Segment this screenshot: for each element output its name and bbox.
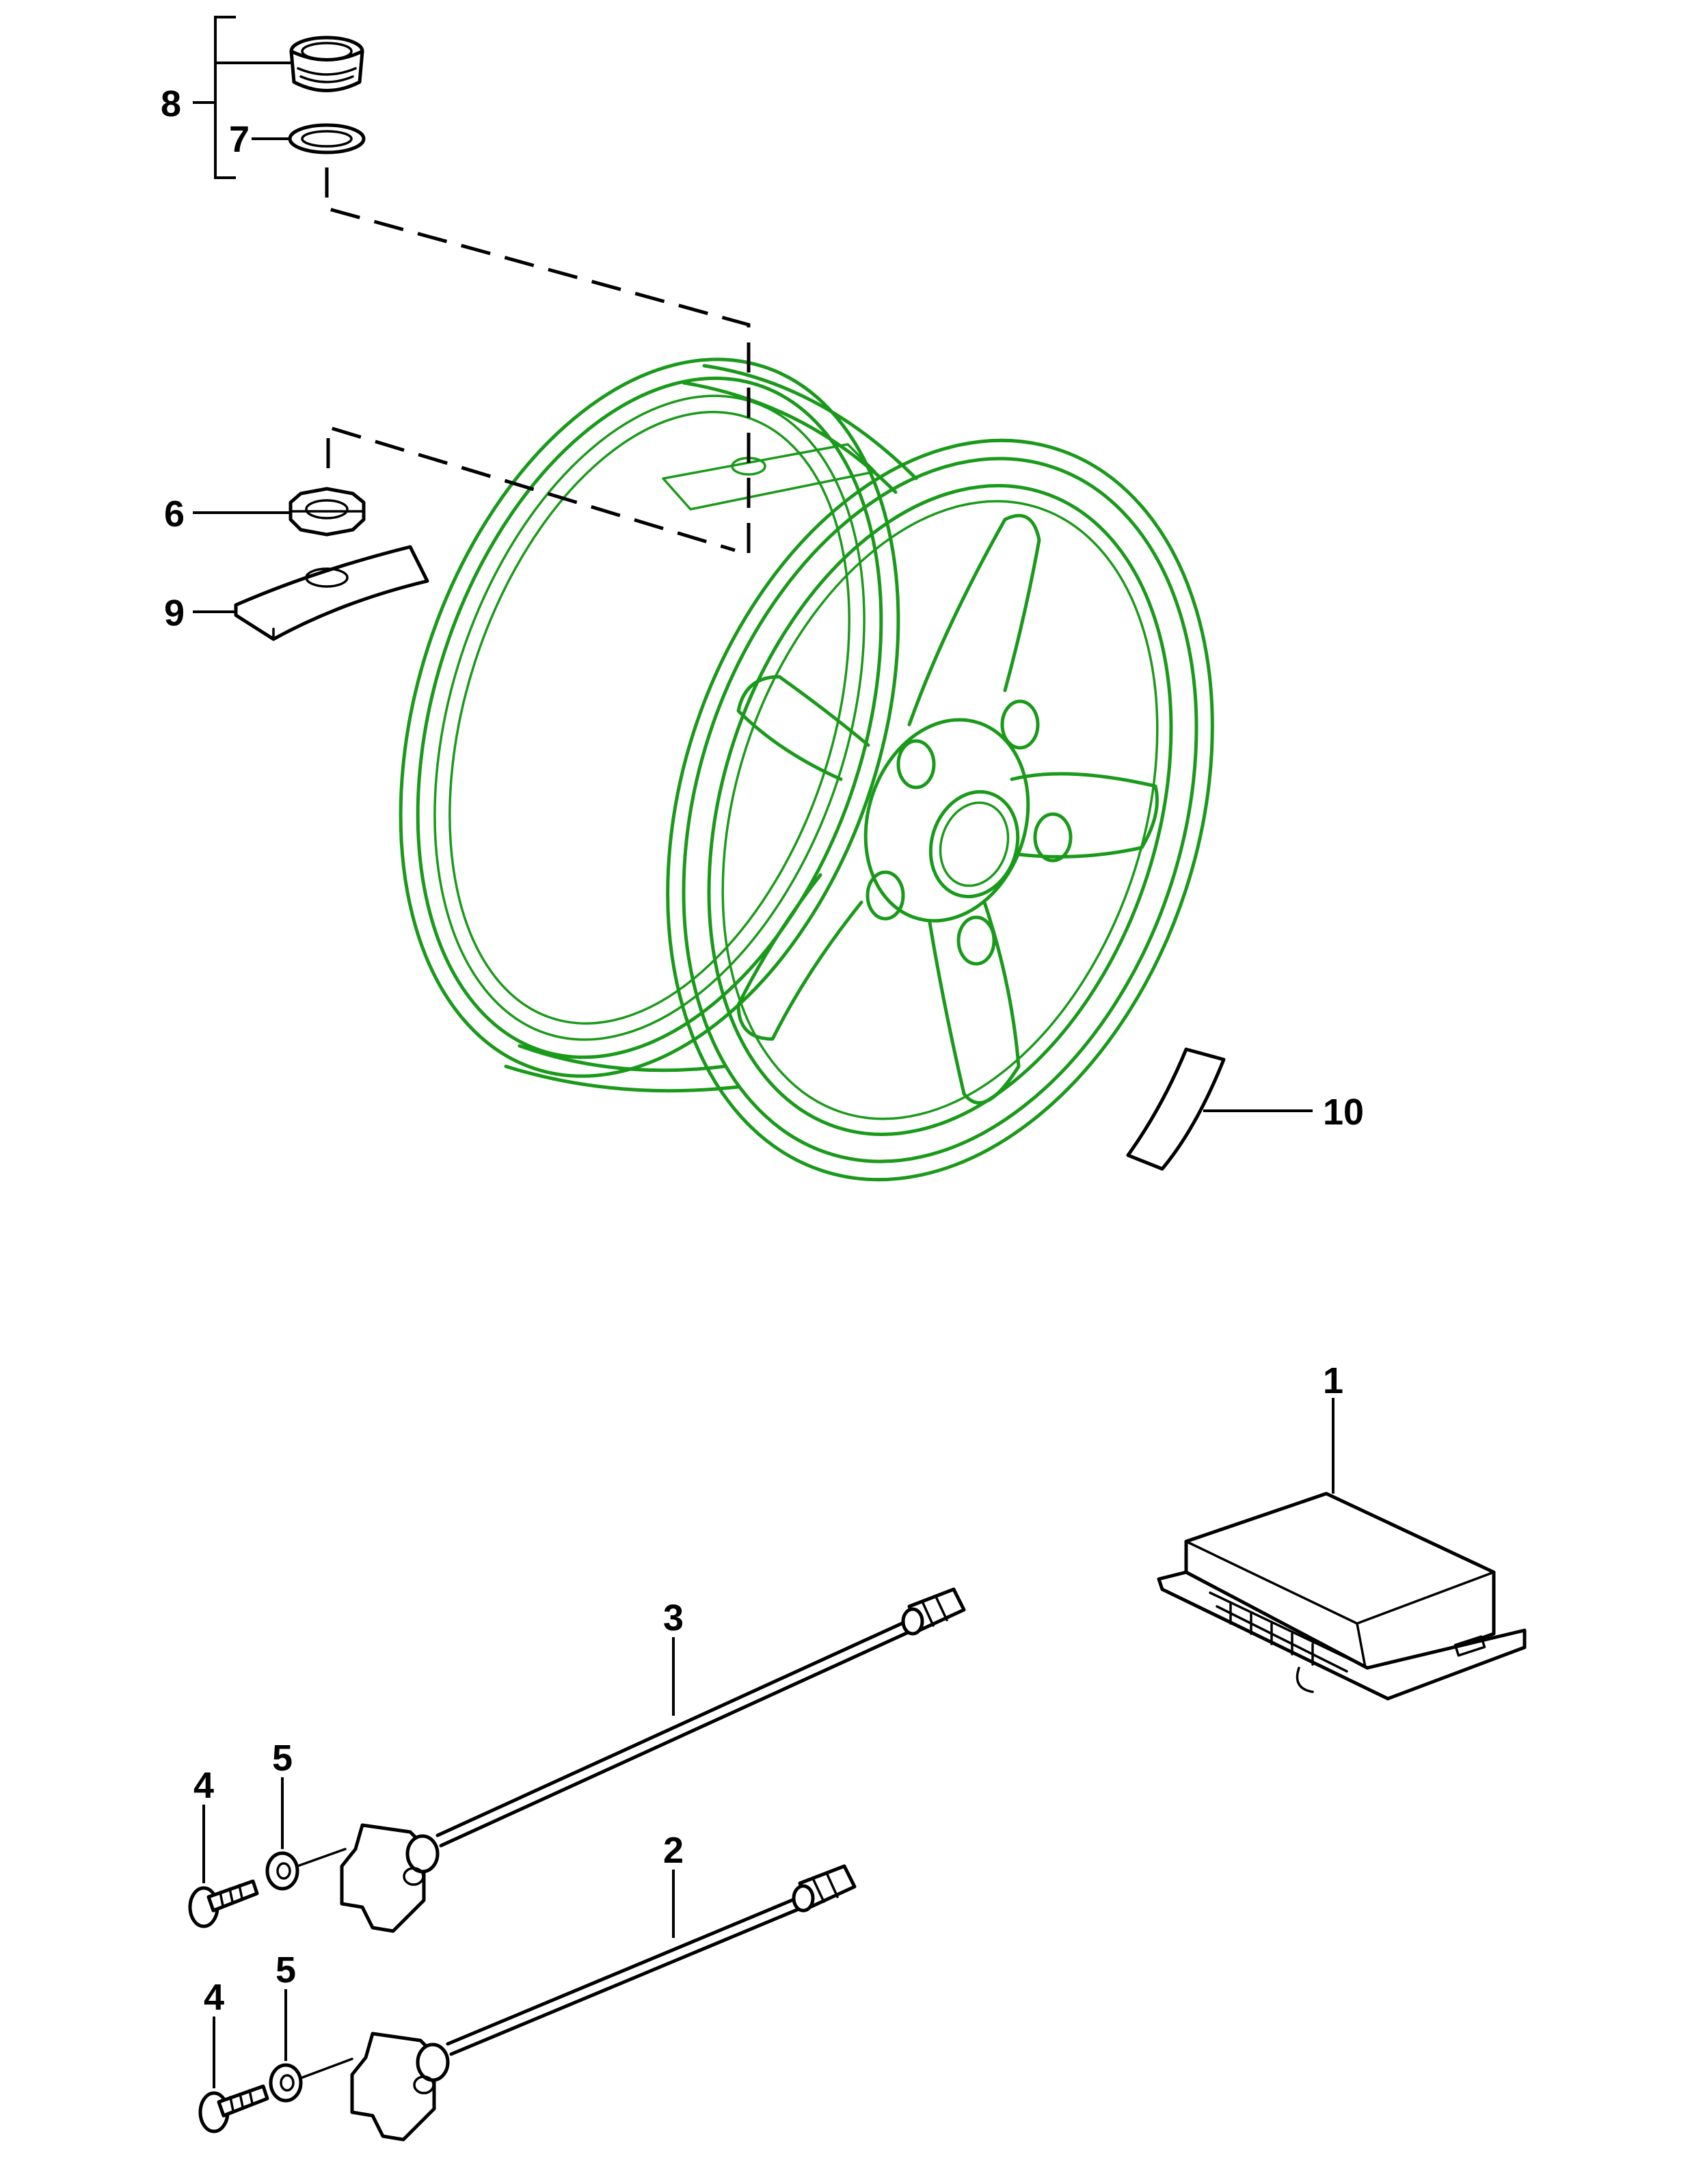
wheel-barrel: [504, 364, 918, 1093]
callout-2: 2: [663, 1830, 684, 1871]
part-3-sensor[interactable]: [340, 1587, 966, 1933]
wheel-rear-rim: [399, 358, 900, 1078]
callout-6: 6: [164, 494, 185, 535]
part-4-screw-lower[interactable]: [198, 2017, 269, 2133]
callout-1: 1: [1323, 1360, 1343, 1401]
callout-5-upper: 5: [272, 1738, 293, 1779]
callout-3: 3: [663, 1597, 684, 1639]
alloy-wheel[interactable]: [314, 295, 1303, 1250]
part-6-nut[interactable]: [193, 487, 366, 537]
part-5-washer-lower[interactable]: [269, 1989, 353, 2103]
wheel-front-rim: [666, 438, 1214, 1182]
wheel-spokes: [736, 513, 1159, 1105]
callout-10: 10: [1323, 1092, 1364, 1133]
part-2-sensor[interactable]: [350, 1864, 857, 2142]
callout-9: 9: [164, 593, 185, 634]
assembly-dashed-lines: [325, 167, 751, 561]
part-5-washer-upper[interactable]: [265, 1777, 347, 1891]
callout-labels: 8 7 6 9 10 1 3 2 4 5 4 5: [161, 83, 1364, 2018]
part-7-seal-ring[interactable]: [288, 123, 366, 154]
callout-5-lower: 5: [276, 1950, 296, 1991]
callout-4-lower: 4: [204, 1977, 224, 2018]
bracket-8-7: [193, 16, 291, 179]
part-4-screw-upper[interactable]: [188, 1805, 259, 1928]
part-1-control-unit[interactable]: [1157, 1398, 1527, 1701]
part-8-valve-cap[interactable]: [289, 36, 364, 92]
part-9-plate[interactable]: [193, 545, 429, 641]
callout-7: 7: [229, 119, 250, 160]
callout-8: 8: [161, 83, 181, 124]
callout-4-upper: 4: [193, 1765, 214, 1806]
wheel-hub: [863, 699, 1073, 966]
part-10-strip[interactable]: [1126, 1047, 1313, 1171]
